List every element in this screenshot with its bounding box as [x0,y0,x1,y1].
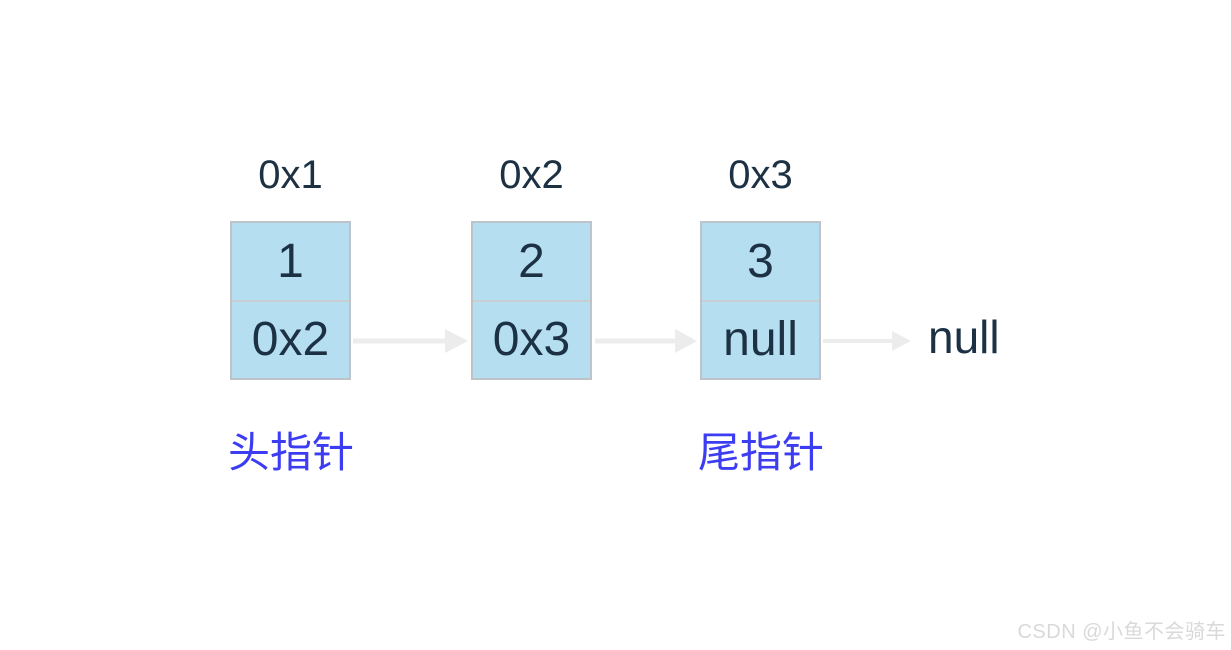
node-value-cell: 2 [473,223,590,302]
watermark: CSDN @小鱼不会骑车 [1017,621,1226,643]
node-value-cell: 1 [232,223,349,302]
node-address: 0x1 [258,153,323,197]
node-address: 0x2 [499,153,564,197]
node-next-cell: 0x3 [492,313,571,367]
node-value-cell: 3 [702,223,819,302]
node-box: 3 null [700,221,821,380]
node-next-cell: 0x2 [251,313,330,367]
node-box: 2 0x3 [471,221,592,380]
next-arrow-1 [353,329,468,353]
null-arrow [823,331,911,351]
node-next-cell: null [723,313,798,367]
next-arrow-2 [595,329,697,353]
node-address: 0x3 [728,153,793,197]
tail-pointer-label: 尾指针 [697,429,824,476]
head-pointer-label: 头指针 [227,429,354,476]
node-box: 1 0x2 [230,221,351,380]
null-terminator: null [928,311,1000,363]
